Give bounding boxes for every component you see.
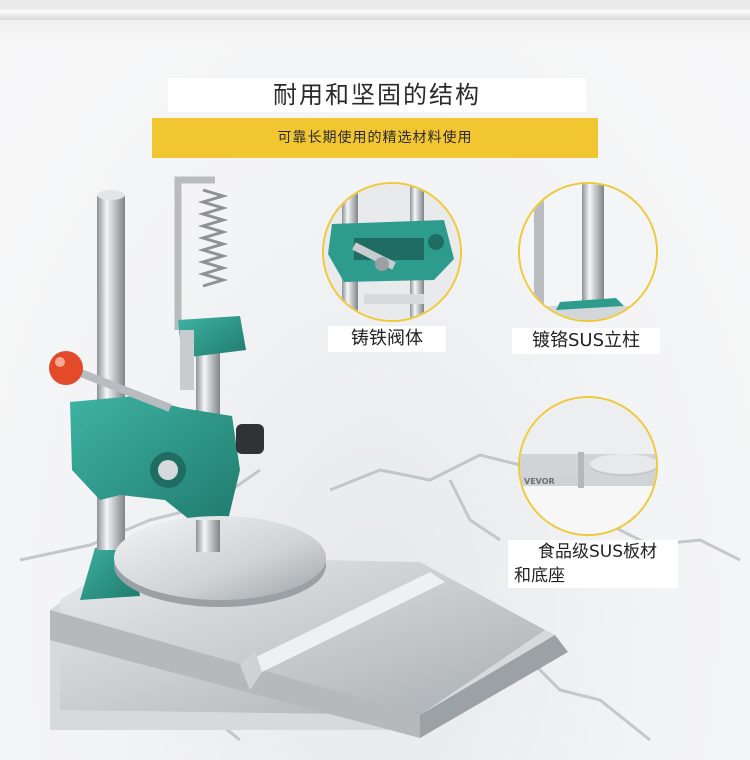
detail-image-chrome-pillar — [518, 182, 658, 322]
top-strip — [0, 0, 750, 46]
page-subtitle: 可靠长期使用的精选材料使用 — [152, 118, 598, 158]
detail-label-chrome-pillar: 镀铬SUS立柱 — [512, 328, 660, 354]
detail-image-cast-iron — [322, 182, 462, 322]
detail-image-sus-base: VEVOR — [518, 396, 658, 536]
product-illustration — [19, 176, 741, 742]
page-title: 耐用和坚固的结构 — [168, 78, 586, 112]
detail-label-cast-iron: 铸铁阀体 — [328, 326, 446, 352]
detail-label-line1: 食品级SUS板材 — [538, 542, 658, 562]
detail-label-line2: 和底座 — [514, 566, 565, 586]
divider — [0, 10, 750, 20]
brand-mark: VEVOR — [524, 477, 555, 486]
detail-label-sus-base: 食品级SUS板材 和底座 — [508, 540, 678, 588]
